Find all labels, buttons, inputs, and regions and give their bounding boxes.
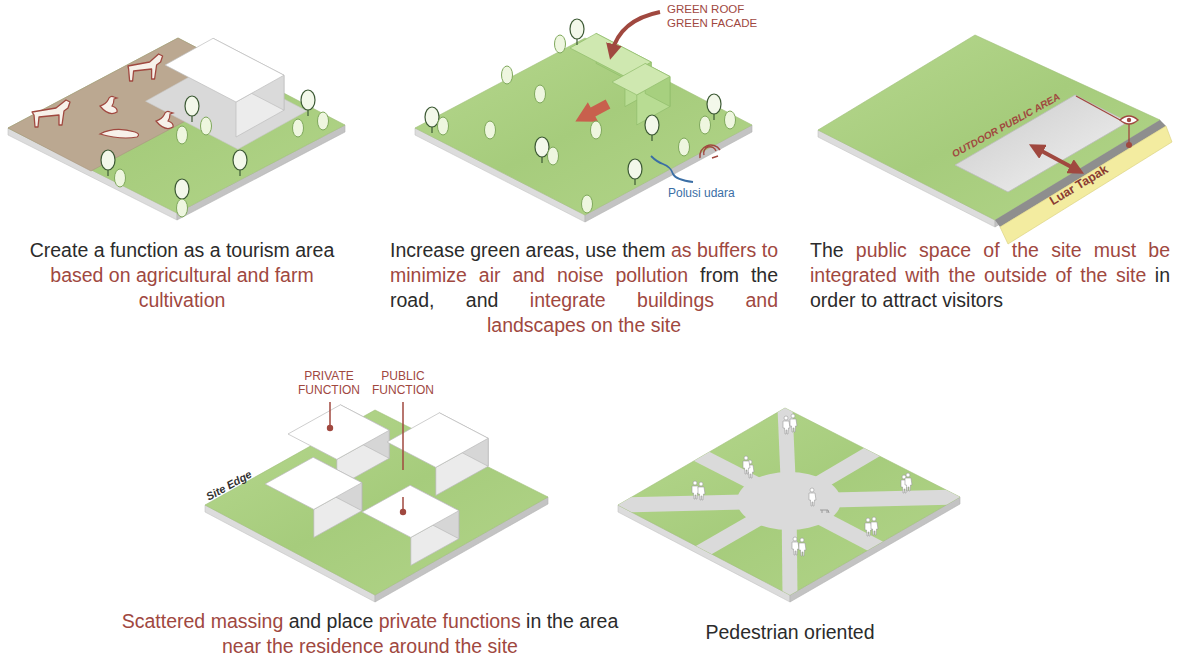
ground bbox=[818, 35, 1160, 220]
person-icon bbox=[698, 482, 705, 500]
shrub bbox=[582, 195, 593, 213]
double-arrow bbox=[1036, 148, 1077, 170]
tree bbox=[425, 107, 439, 127]
shrub bbox=[438, 117, 449, 135]
callout-text: GREEN ROOF GREEN FACADE bbox=[667, 2, 767, 30]
leader-dot bbox=[1126, 142, 1132, 148]
noise-icon bbox=[700, 145, 720, 158]
eye-icon bbox=[1127, 118, 1131, 122]
caption-text: Create a function as a tourism area bbox=[30, 239, 335, 261]
public-mass bbox=[387, 413, 488, 468]
tree bbox=[301, 90, 315, 110]
shrub bbox=[115, 169, 126, 187]
caption: Scattered massing and place private func… bbox=[100, 609, 640, 659]
callout-text: PUBLIC FUNCTION bbox=[366, 369, 440, 397]
tree bbox=[570, 19, 584, 39]
leader-line bbox=[402, 402, 404, 470]
tree bbox=[535, 137, 549, 157]
caption-highlight: private functions bbox=[379, 610, 521, 632]
shrub bbox=[535, 85, 546, 103]
shrub bbox=[177, 199, 188, 217]
person-icon bbox=[783, 416, 790, 434]
caption-highlight: public space of the site must be integra… bbox=[810, 239, 1170, 286]
shrub bbox=[177, 126, 188, 144]
tree bbox=[707, 94, 721, 114]
eye-icon bbox=[1120, 116, 1138, 124]
leader-dot bbox=[327, 425, 333, 431]
tree bbox=[628, 159, 642, 179]
caption-text: Increase green areas, use them bbox=[390, 239, 665, 261]
tree bbox=[175, 179, 189, 199]
duck-icon bbox=[100, 96, 117, 113]
caption-highlight: integrate buildings and landscapes on th… bbox=[487, 289, 778, 336]
crocodile-icon bbox=[100, 129, 139, 138]
tree bbox=[185, 96, 199, 116]
shrub bbox=[591, 121, 602, 139]
person-icon bbox=[905, 473, 912, 491]
caption: Increase green areas, use them as buffer… bbox=[390, 238, 778, 338]
duck-icon bbox=[156, 111, 173, 128]
shrub bbox=[679, 138, 690, 156]
panel-massing bbox=[205, 402, 548, 602]
ground bbox=[8, 38, 345, 213]
air-pollution-line bbox=[651, 156, 693, 182]
tree bbox=[233, 150, 247, 170]
person-icon bbox=[809, 488, 816, 506]
cow-icon bbox=[32, 100, 70, 127]
callout-text: Polusi udara bbox=[668, 186, 735, 200]
tree bbox=[645, 115, 659, 135]
mass bbox=[265, 457, 362, 509]
person-icon bbox=[792, 537, 799, 555]
callout-arrow bbox=[612, 12, 660, 52]
caption-text: in the area bbox=[526, 610, 618, 632]
person-icon bbox=[871, 517, 878, 535]
plaza bbox=[737, 472, 841, 530]
panel-pedestrian bbox=[584, 389, 994, 613]
shrub bbox=[725, 111, 736, 129]
leader-dot bbox=[400, 509, 406, 515]
caption: Create a function as a tourism area base… bbox=[12, 238, 352, 313]
leader-line bbox=[329, 402, 331, 427]
panel-farm bbox=[8, 38, 345, 220]
shrub bbox=[318, 112, 329, 130]
paths bbox=[584, 389, 994, 613]
dog-icon bbox=[820, 510, 829, 513]
shrub bbox=[700, 116, 711, 134]
building-mass bbox=[165, 38, 284, 102]
view-line bbox=[1076, 96, 1120, 120]
green-building bbox=[612, 64, 670, 95]
view-line bbox=[1128, 124, 1129, 143]
tree bbox=[101, 150, 115, 170]
shrub bbox=[548, 147, 559, 165]
caption: Pedestrian oriented bbox=[640, 620, 940, 645]
caption-text: Pedestrian oriented bbox=[705, 621, 874, 643]
shrub bbox=[502, 66, 513, 84]
caption-text: The bbox=[810, 239, 844, 261]
caption-highlight: Scattered massing bbox=[122, 610, 284, 632]
caption-highlight: near the residence around the site bbox=[222, 635, 518, 657]
panel-green bbox=[415, 12, 752, 222]
panel-public bbox=[818, 35, 1172, 244]
shrub bbox=[485, 121, 496, 139]
caption-text: and place bbox=[289, 610, 374, 632]
person-icon bbox=[790, 414, 797, 432]
callout-text: PRIVATE FUNCTION bbox=[291, 369, 367, 397]
shrub bbox=[201, 117, 212, 135]
caption-highlight: based on agricultural and farm cultivati… bbox=[50, 264, 313, 311]
private-mass bbox=[288, 405, 389, 460]
caption: The public space of the site must be int… bbox=[810, 238, 1170, 313]
person-icon bbox=[743, 456, 750, 474]
ground bbox=[415, 38, 752, 215]
cow-icon bbox=[128, 54, 163, 81]
mass bbox=[362, 485, 459, 537]
person-icon bbox=[799, 538, 806, 556]
shrub bbox=[293, 119, 304, 137]
shrub bbox=[555, 35, 566, 53]
